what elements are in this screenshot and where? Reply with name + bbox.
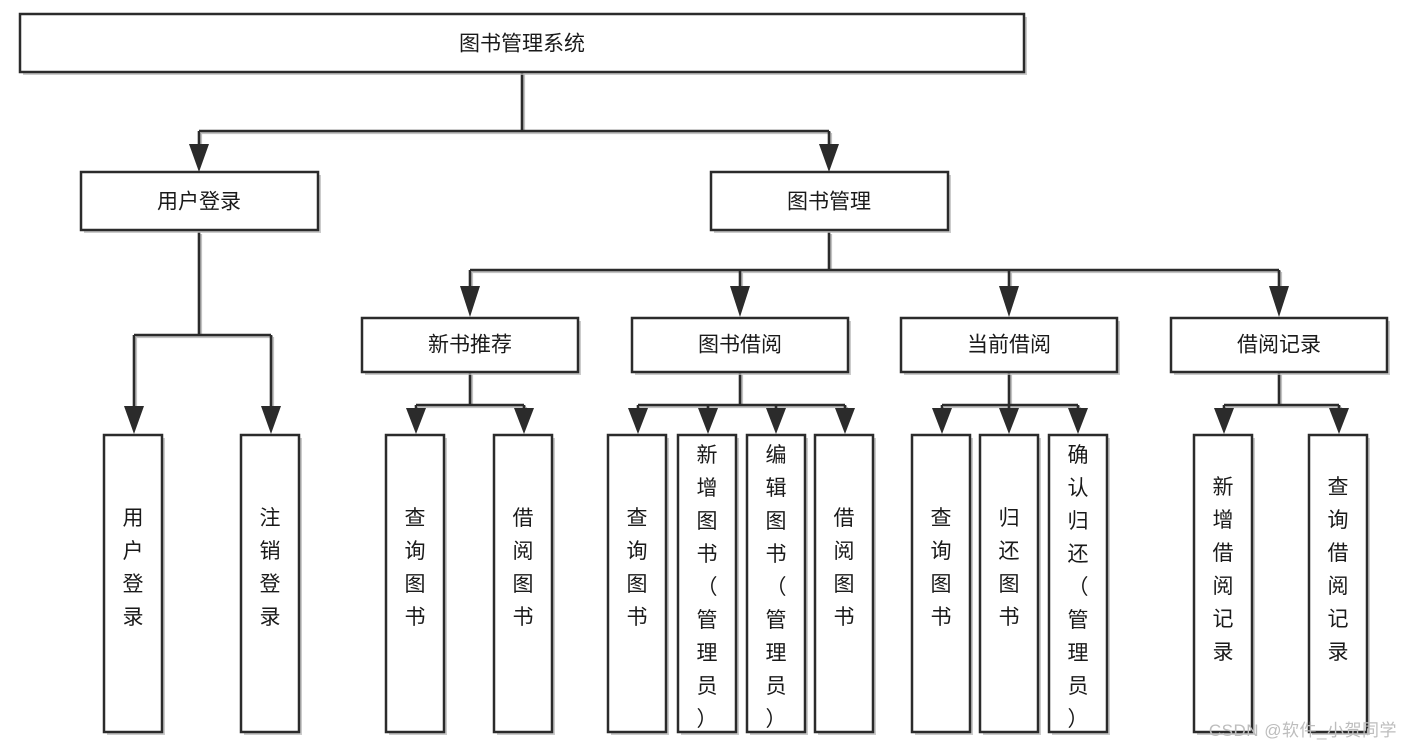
leaf-currentborrow-3[interactable]: 确认归还（管理员） — [1047, 433, 1110, 735]
leaf-newbook-2[interactable]: 借阅图书 — [492, 433, 555, 735]
leaf-bookborrow-3-label: 编辑图书（管理员） — [766, 444, 787, 731]
arrow-head-icon — [1068, 408, 1088, 434]
arrow-head-icon — [1214, 408, 1234, 434]
leaf-bookborrow-4-label: 借阅图书 — [834, 507, 855, 629]
node-book-borrow-label: 图书借阅 — [698, 334, 782, 357]
connector-borrowrecord-to-leaves — [1214, 373, 1349, 434]
leaf-bookborrow-4[interactable]: 借阅图书 — [813, 433, 876, 735]
leaf-newbook-2-label: 借阅图书 — [513, 507, 534, 629]
leaf-currentborrow-3-label: 确认归还（管理员） — [1068, 444, 1089, 731]
arrow-head-icon — [1269, 286, 1289, 317]
leaf-borrowrecord-1[interactable]: 新增借阅记录 — [1192, 433, 1255, 735]
node-book-borrow[interactable]: 图书借阅 — [630, 316, 851, 375]
leaf-currentborrow-2-label: 归还图书 — [999, 507, 1020, 629]
arrow-head-icon — [932, 408, 952, 434]
node-new-book-recommend-label: 新书推荐 — [428, 334, 512, 357]
arrow-head-icon — [999, 408, 1019, 434]
node-book-management-label: 图书管理 — [787, 191, 871, 214]
connector-bookborrow-to-leaves — [628, 373, 855, 434]
node-current-borrow-label: 当前借阅 — [967, 334, 1051, 357]
leaf-borrowrecord-2-label: 查询借阅记录 — [1328, 476, 1349, 664]
arrow-head-icon — [698, 408, 718, 434]
leaf-borrowrecord-1-label: 新增借阅记录 — [1213, 476, 1234, 664]
leaf-currentborrow-1-label: 查询图书 — [931, 507, 952, 629]
csdn-watermark: CSDN @软件_小贺同学 — [1208, 721, 1397, 740]
leaf-user-login-2[interactable]: 注销登录 — [239, 433, 302, 735]
connector-layer — [124, 72, 1349, 434]
arrow-head-icon — [189, 144, 209, 172]
connector-root-to-level2 — [189, 72, 839, 172]
node-user-login[interactable]: 用户登录 — [79, 170, 321, 233]
node-current-borrow[interactable]: 当前借阅 — [899, 316, 1120, 375]
node-root-label: 图书管理系统 — [459, 33, 585, 56]
leaf-bookborrow-2-label: 新增图书（管理员） — [697, 444, 718, 731]
leaf-currentborrow-1[interactable]: 查询图书 — [910, 433, 973, 735]
leaf-user-login-2-label: 注销登录 — [260, 507, 281, 629]
connector-newbook-to-leaves — [406, 373, 534, 434]
leaf-newbook-1[interactable]: 查询图书 — [384, 433, 447, 735]
connector-bookmgmt-to-level3 — [460, 232, 1289, 317]
node-book-management[interactable]: 图书管理 — [709, 170, 951, 233]
arrow-head-icon — [835, 408, 855, 434]
arrow-head-icon — [628, 408, 648, 434]
leaf-user-login-1[interactable]: 用户登录 — [102, 433, 165, 735]
arrow-head-icon — [460, 286, 480, 317]
connector-userlogin-to-leaves — [124, 232, 281, 434]
arrow-head-icon — [766, 408, 786, 434]
leaf-newbook-1-label: 查询图书 — [405, 507, 426, 629]
leaf-user-login-1-label: 用户登录 — [123, 507, 144, 629]
node-new-book-recommend[interactable]: 新书推荐 — [360, 316, 581, 375]
arrow-head-icon — [406, 408, 426, 434]
arrow-head-icon — [124, 406, 144, 434]
arrow-head-icon — [730, 286, 750, 317]
connector-currentborrow-to-leaves — [932, 373, 1088, 434]
node-user-login-label: 用户登录 — [157, 191, 241, 214]
leaf-borrowrecord-2[interactable]: 查询借阅记录 — [1307, 433, 1370, 735]
leaf-bookborrow-1[interactable]: 查询图书 — [606, 433, 669, 735]
node-borrow-record-label: 借阅记录 — [1237, 334, 1321, 357]
leaf-currentborrow-2[interactable]: 归还图书 — [978, 433, 1041, 735]
arrow-head-icon — [999, 286, 1019, 317]
leaf-bookborrow-1-label: 查询图书 — [627, 507, 648, 629]
arrow-head-icon — [514, 408, 534, 434]
node-borrow-record[interactable]: 借阅记录 — [1169, 316, 1390, 375]
arrow-head-icon — [1329, 408, 1349, 434]
leaf-bookborrow-2[interactable]: 新增图书（管理员） — [676, 433, 739, 735]
node-root[interactable]: 图书管理系统 — [18, 12, 1027, 75]
arrow-head-icon — [261, 406, 281, 434]
arrow-head-icon — [819, 144, 839, 172]
leaf-bookborrow-3[interactable]: 编辑图书（管理员） — [745, 433, 808, 735]
